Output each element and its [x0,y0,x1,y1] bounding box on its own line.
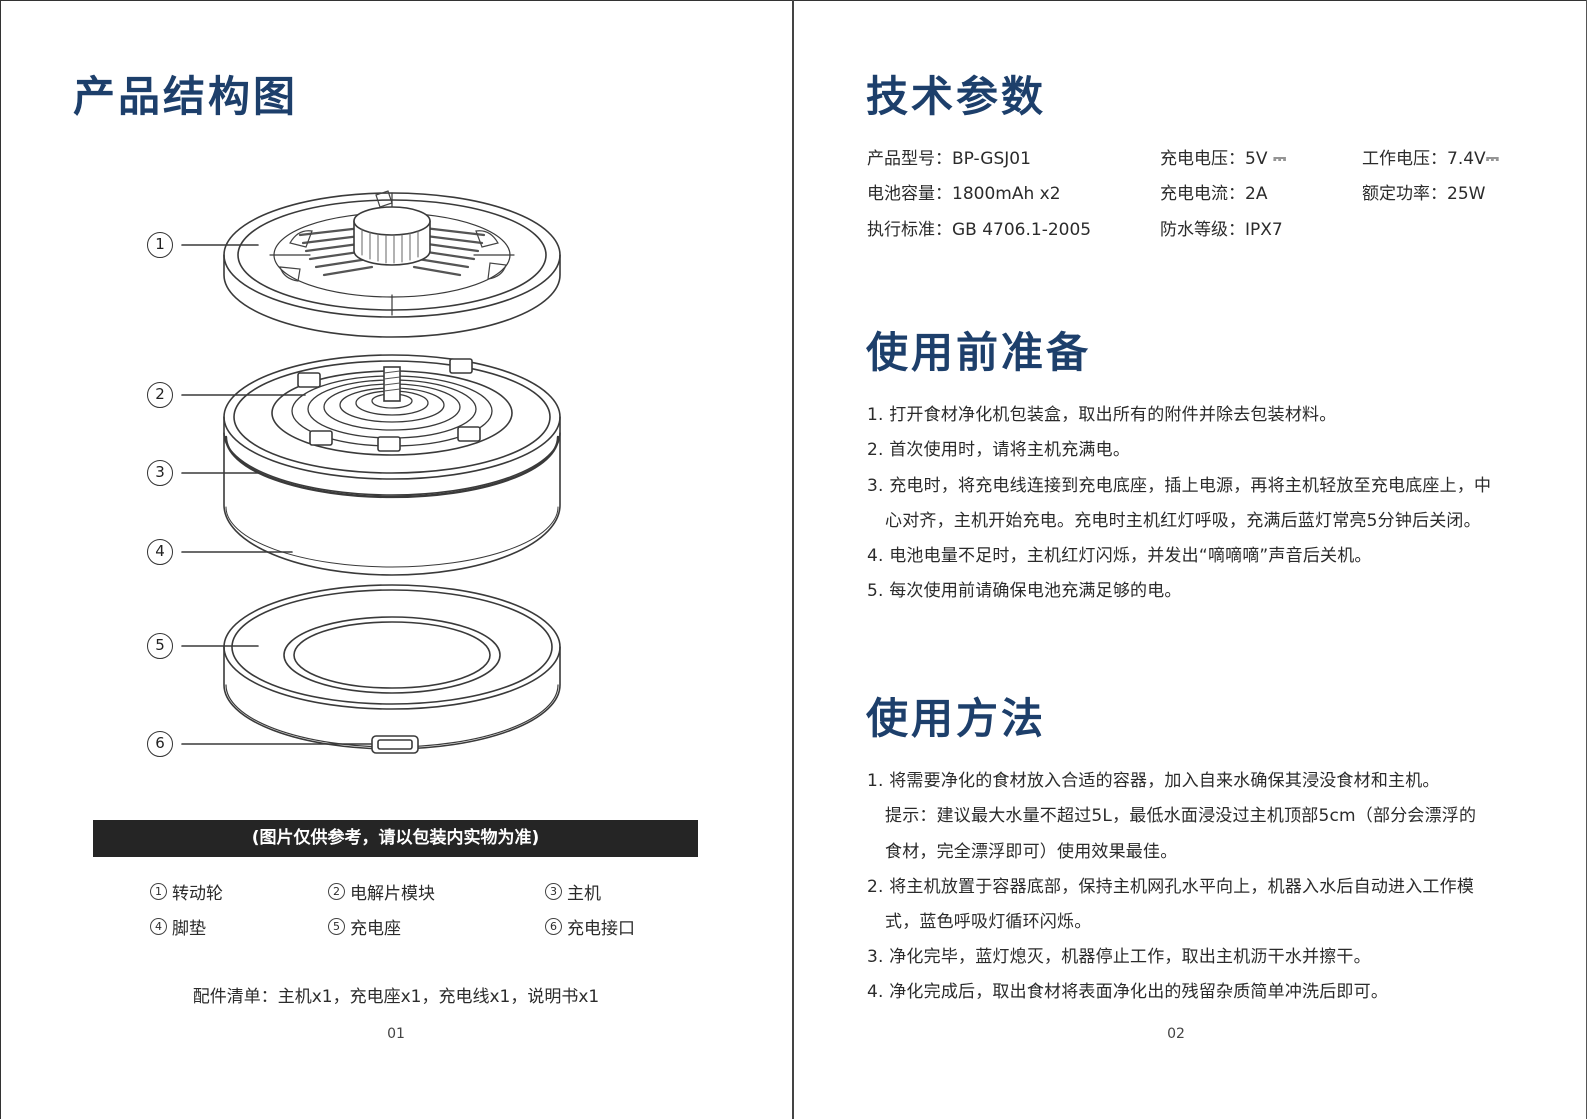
usage-step-2-cont: 式，蓝色呼吸灯循环闪烁。 [885,912,1092,932]
product-structure-diagram [181,190,561,754]
spec-charge-current: 充电电流：2A [1160,184,1268,204]
legend-number: 6 [545,918,562,935]
charging-base-part [223,584,561,754]
usage-step-1: 1. 将需要净化的食材放入合适的容器，加入自来水确保其浸没食材和主机。 [867,771,1440,791]
legend-label: 主机 [567,884,601,904]
legend-label: 脚垫 [172,919,206,939]
prep-step-3-cont: 心对齐，主机开始充电。充电时主机红灯呼吸，充满后蓝灯常亮5分钟后关闭。 [885,511,1481,531]
spec-waterproof: 防水等级：IPX7 [1160,220,1283,240]
usage-step-3: 3. 净化完毕，蓝灯熄灭，机器停止工作，取出主机沥干水并擦干。 [867,947,1371,967]
legend-number: 2 [328,883,345,900]
callout-5: 5 [147,633,173,659]
accessories-list: 配件清单：主机x1，充电座x1，充电线x1，说明书x1 [192,987,600,1007]
section-title-usage: 使用方法 [866,694,1047,743]
spec-battery-capacity: 电池容量：1800mAh x2 [867,184,1061,204]
legend-number: 5 [328,918,345,935]
callout-6: 6 [147,731,173,757]
prep-step-4: 4. 电池电量不足时，主机红灯闪烁，并发出“嘀嘀嘀”声音后关机。 [867,546,1372,566]
legend-item-1: 1 转动轮 [150,879,223,904]
legend-item-3: 3 主机 [545,879,601,904]
callout-4: 4 [147,539,173,565]
section-title-specs: 技术参数 [866,72,1047,121]
section-title-preparation: 使用前准备 [866,328,1092,377]
spec-charge-voltage: 充电电压：5V ⎓ [1160,149,1287,169]
legend-item-6: 6 充电接口 [545,914,635,939]
rotating-wheel-part [223,190,561,338]
prep-step-3: 3. 充电时，将充电线连接到充电底座，插上电源，再将主机轻放至充电底座上，中 [867,476,1492,496]
prep-step-2: 2. 首次使用时，请将主机充满电。 [867,440,1131,460]
legend-number: 4 [150,918,167,935]
prep-step-1: 1. 打开食材净化机包装盒，取出所有的附件并除去包装材料。 [867,405,1337,425]
legend-item-4: 4 脚垫 [150,914,206,939]
usage-step-2: 2. 将主机放置于容器底部，保持主机网孔水平向上，机器入水后自动进入工作模 [867,877,1475,897]
legend-label: 电解片模块 [350,884,435,904]
image-disclaimer-caption: (图片仅供参考，请以包装内实物为准) [93,820,698,857]
left-page: 产品结构图 [0,0,792,1119]
legend-item-2: 2 电解片模块 [328,879,435,904]
page-fold-divider [792,0,794,1119]
spec-standard: 执行标准：GB 4706.1-2005 [867,220,1092,240]
page-number-right: 02 [1167,1026,1185,1042]
callout-3: 3 [147,460,173,486]
callout-2: 2 [147,382,173,408]
legend-label: 充电接口 [567,919,635,939]
legend-number: 1 [150,883,167,900]
callout-1: 1 [147,232,173,258]
main-unit-part [223,354,561,576]
legend-label: 充电座 [350,919,401,939]
spec-rated-power: 额定功率：25W [1362,184,1486,204]
legend-label: 转动轮 [172,884,223,904]
page-border-left [0,0,1,1119]
spec-model: 产品型号：BP-GSJ01 [867,149,1031,169]
prep-step-5: 5. 每次使用前请确保电池充满足够的电。 [867,581,1182,601]
right-page: 技术参数 产品型号：BP-GSJ01 充电电压：5V ⎓ 工作电压：7.4V⎓ … [794,0,1587,1119]
legend-item-5: 5 充电座 [328,914,401,939]
page-number-left: 01 [387,1026,405,1042]
spec-working-voltage: 工作电压：7.4V⎓ [1362,149,1500,169]
legend-number: 3 [545,883,562,900]
page-title-structure: 产品结构图 [73,72,299,121]
usage-step-4: 4. 净化完成后，取出食材将表面净化出的残留杂质简单冲洗后即可。 [867,982,1389,1002]
usage-step-1-tip-cont: 食材，完全漂浮即可）使用效果最佳。 [885,842,1178,862]
usage-step-1-tip: 提示：建议最大水量不超过5L，最低水面浸没过主机顶部5cm（部分会漂浮的 [885,806,1477,826]
